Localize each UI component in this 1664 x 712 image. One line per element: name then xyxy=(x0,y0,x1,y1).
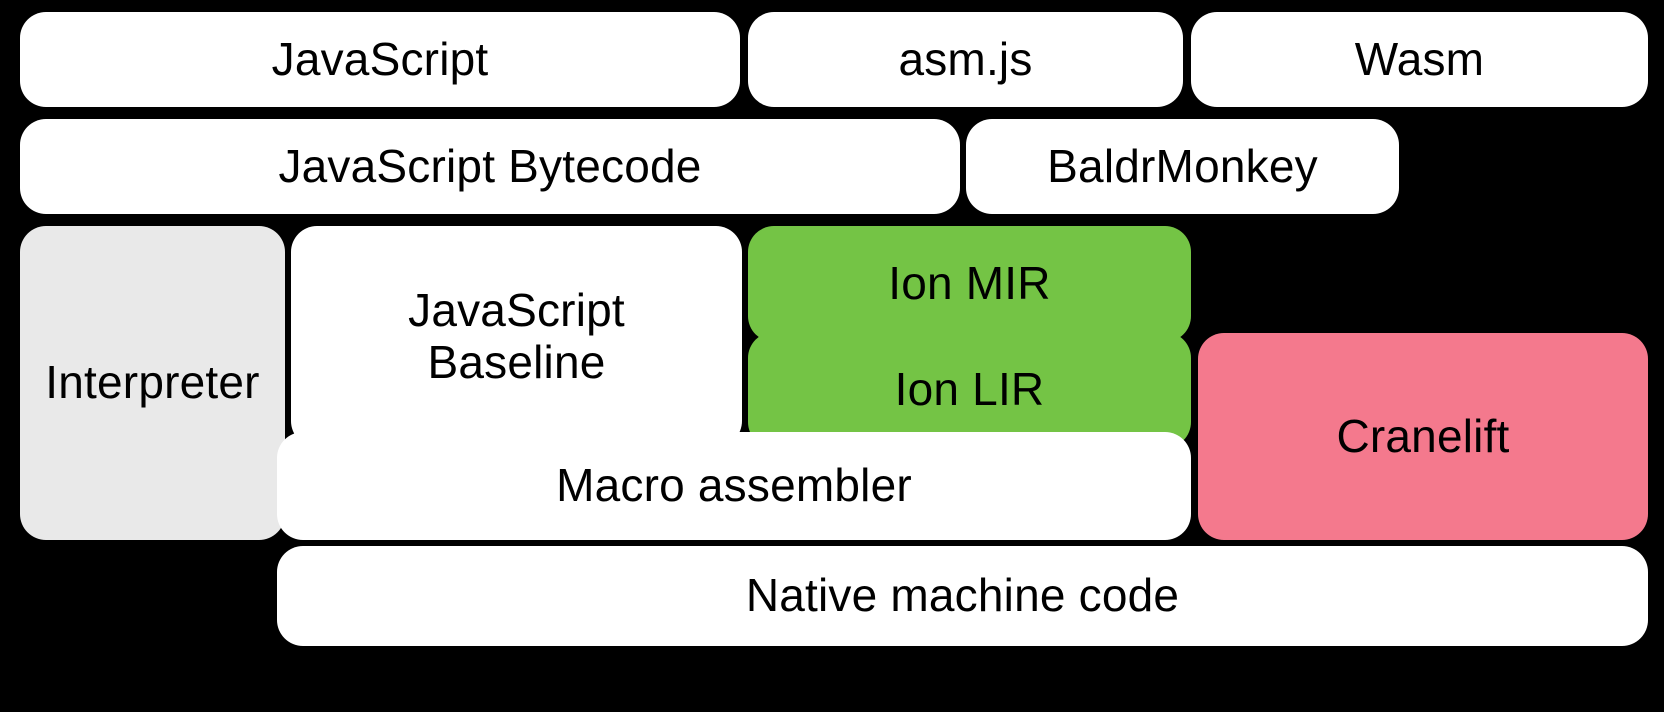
node-wasm[interactable]: Wasm xyxy=(1191,12,1648,107)
node-native-machine-code[interactable]: Native machine code xyxy=(277,546,1648,646)
node-ion-lir[interactable]: Ion LIR xyxy=(748,332,1191,448)
node-interpreter[interactable]: Interpreter xyxy=(20,226,285,540)
node-javascript-bytecode[interactable]: JavaScript Bytecode xyxy=(20,119,960,214)
node-javascript[interactable]: JavaScript xyxy=(20,12,740,107)
node-ion-mir[interactable]: Ion MIR xyxy=(748,226,1191,342)
node-baldrmonkey[interactable]: BaldrMonkey xyxy=(966,119,1399,214)
node-javascript-baseline[interactable]: JavaScript Baseline xyxy=(291,226,742,447)
node-asm-js[interactable]: asm.js xyxy=(748,12,1183,107)
node-cranelift[interactable]: Cranelift xyxy=(1198,333,1648,540)
node-macro-assembler[interactable]: Macro assembler xyxy=(277,432,1191,540)
